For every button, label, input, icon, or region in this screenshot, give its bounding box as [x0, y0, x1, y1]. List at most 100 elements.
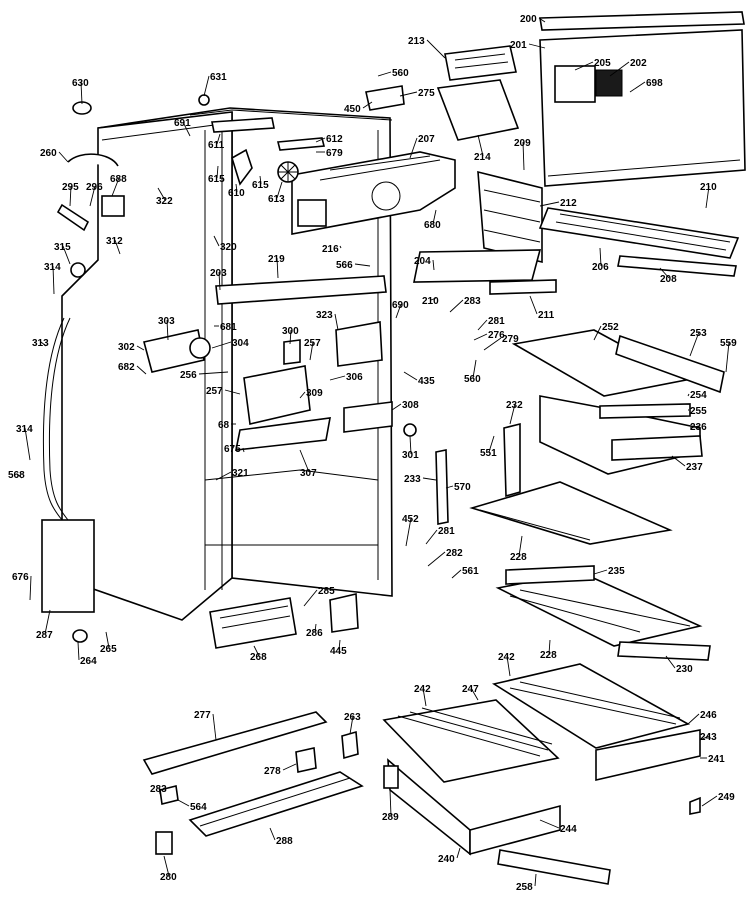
part-number-314: 314 — [16, 424, 33, 435]
part-number-228: 228 — [540, 650, 557, 661]
leader-line-228 — [518, 535, 523, 557]
leader-line-314 — [24, 427, 31, 461]
leader-line-204 — [432, 259, 435, 271]
leader-line-249 — [701, 795, 718, 807]
part-number-219: 219 — [268, 254, 285, 265]
part-number-314: 314 — [44, 262, 61, 273]
part-number-280: 280 — [160, 872, 177, 883]
leader-line-210 — [430, 297, 437, 301]
part-number-208: 208 — [660, 274, 677, 285]
leader-line-615 — [259, 175, 262, 185]
part-number-564: 564 — [190, 802, 207, 813]
leader-line-302 — [136, 345, 145, 351]
leader-line-214 — [477, 134, 484, 157]
part-number-281: 281 — [488, 316, 505, 327]
leader-line-613 — [276, 181, 283, 199]
shelf-ladder — [435, 422, 521, 525]
leader-line-313 — [40, 341, 47, 347]
leader-line-207 — [409, 137, 418, 159]
part-number-244: 244 — [560, 824, 577, 835]
leader-line-676 — [29, 575, 32, 601]
control-assembly — [143, 321, 417, 451]
part-number-435: 435 — [418, 376, 435, 387]
part-number-283: 283 — [464, 296, 481, 307]
leader-line-233 — [422, 477, 437, 481]
part-number-235: 235 — [608, 566, 625, 577]
leader-line-247 — [470, 687, 479, 701]
part-number-260: 260 — [40, 148, 57, 159]
freezer-door-panel — [539, 11, 746, 187]
part-number-610: 610 — [228, 188, 245, 199]
leader-line-691 — [182, 121, 191, 137]
part-number-210: 210 — [422, 296, 439, 307]
part-number-281: 281 — [438, 526, 455, 537]
part-number-551: 551 — [480, 448, 497, 459]
part-number-206: 206 — [592, 262, 609, 273]
mullion-bar — [215, 275, 387, 305]
leader-line-566 — [354, 263, 371, 267]
leader-line-287 — [44, 609, 51, 635]
left-hardware — [41, 94, 210, 643]
part-number-268: 268 — [250, 652, 267, 663]
leader-line-309 — [299, 391, 306, 399]
part-number-615: 615 — [252, 180, 269, 191]
part-number-213: 213 — [408, 36, 425, 47]
part-number-289: 289 — [382, 812, 399, 823]
part-number-286: 286 — [306, 628, 323, 639]
leader-line-240 — [456, 847, 461, 859]
part-number-207: 207 — [418, 134, 435, 145]
leader-line-570 — [445, 485, 454, 489]
leader-line-288 — [269, 827, 276, 841]
leader-line-213 — [426, 39, 446, 59]
part-number-258: 258 — [516, 882, 533, 893]
leader-line-289 — [389, 789, 392, 817]
part-number-68: 68 — [218, 420, 230, 431]
part-number-249: 249 — [718, 792, 735, 803]
part-number-214: 214 — [474, 152, 491, 163]
part-number-308: 308 — [402, 400, 419, 411]
part-number-611: 611 — [208, 140, 225, 151]
part-number-285: 285 — [318, 586, 335, 597]
leader-line-211 — [529, 295, 538, 315]
part-number-254: 254 — [690, 390, 707, 401]
leader-line-560 — [472, 359, 477, 379]
leader-line-551 — [488, 435, 495, 453]
part-number-230: 230 — [676, 664, 693, 675]
part-number-264: 264 — [80, 656, 97, 667]
part-number-302: 302 — [118, 342, 135, 353]
part-number-212: 212 — [560, 198, 577, 209]
part-number-566: 566 — [336, 260, 353, 271]
leader-line-282 — [427, 551, 446, 567]
leader-line-257 — [224, 389, 241, 395]
part-number-283: 283 — [150, 784, 167, 795]
leader-line-314 — [52, 265, 55, 295]
meat-keeper — [511, 329, 725, 475]
leader-line-252 — [593, 325, 602, 341]
leader-line-278 — [282, 763, 297, 771]
part-number-320: 320 — [220, 242, 237, 253]
leader-line-253 — [689, 331, 700, 357]
leader-line-254 — [687, 393, 690, 397]
leader-line-698 — [629, 81, 646, 93]
part-number-679: 679 — [326, 148, 343, 159]
part-number-201: 201 — [510, 40, 527, 51]
leader-line-276 — [473, 333, 488, 341]
leader-line-236 — [689, 425, 700, 429]
leader-line-304 — [211, 341, 232, 349]
leader-line-630 — [80, 81, 83, 105]
part-number-306: 306 — [346, 372, 363, 383]
leader-line-560 — [377, 71, 392, 77]
leader-line-200 — [538, 17, 546, 23]
part-number-233: 233 — [404, 474, 421, 485]
leader-line-228 — [548, 639, 551, 655]
leader-line-320 — [213, 235, 220, 247]
leader-line-675 — [242, 447, 245, 453]
leader-line-680 — [432, 209, 437, 225]
part-number-445: 445 — [330, 646, 347, 657]
fan-assembly — [211, 117, 326, 186]
leader-line-303 — [166, 319, 169, 341]
leader-line-631 — [203, 75, 210, 97]
leader-line-281 — [425, 529, 438, 545]
cantilever-shelf — [469, 481, 711, 661]
crisper-cover-frame — [142, 711, 701, 855]
